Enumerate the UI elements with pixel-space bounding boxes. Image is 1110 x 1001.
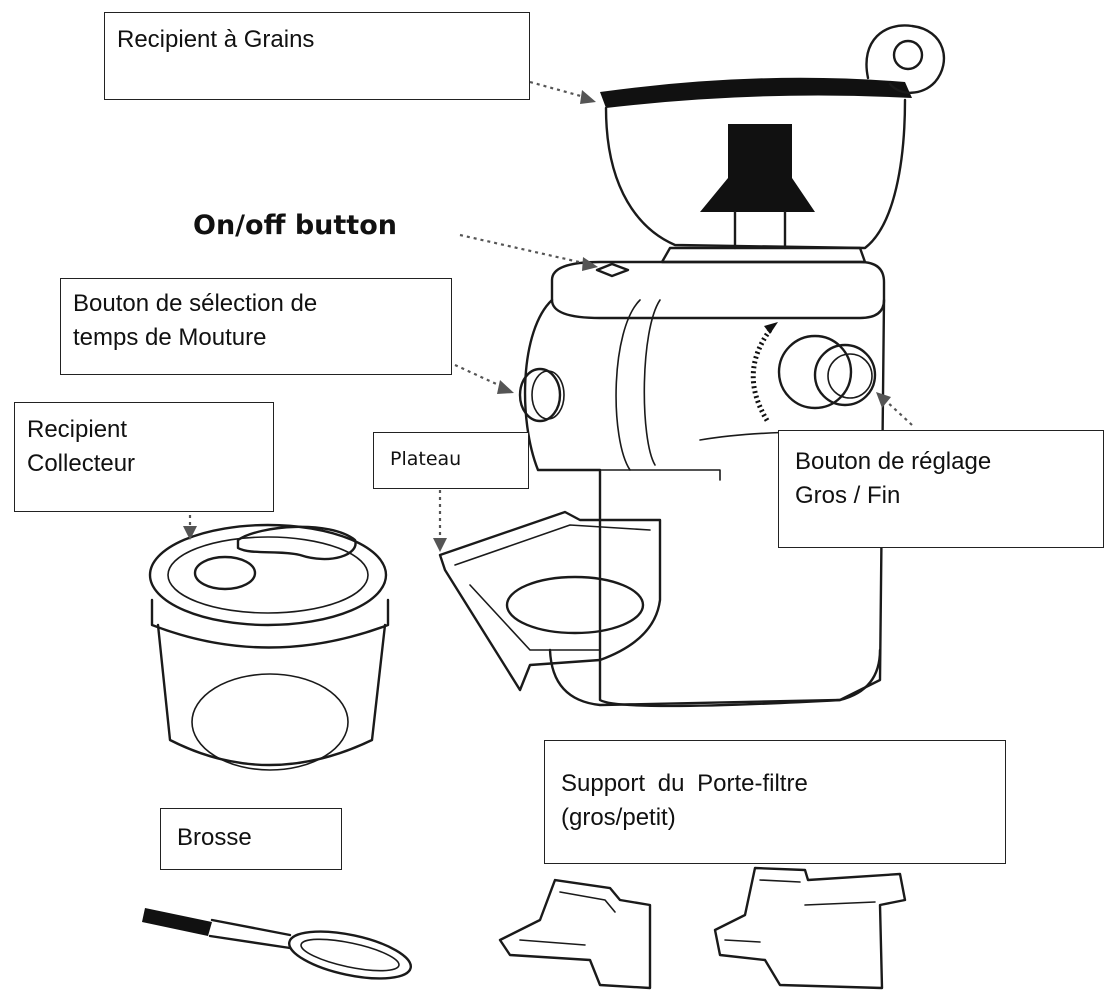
on-off-button-shape	[595, 262, 630, 278]
label-bean-hopper-text: Recipient à Grains	[117, 26, 315, 53]
label-bean-hopper: Recipient à Grains	[104, 12, 530, 100]
tray-illustration	[438, 510, 662, 692]
dispense-chute	[599, 469, 721, 481]
hopper-lid	[600, 77, 912, 108]
grinder-body-illustration	[518, 260, 886, 708]
label-collector: Recipient Collecteur	[14, 402, 274, 512]
scale-arrow	[764, 322, 778, 334]
leader-coarse-fine	[884, 399, 913, 426]
leader-collector-arrow	[183, 526, 197, 540]
leader-tray-arrow	[433, 538, 447, 552]
leader-grind-time	[454, 364, 506, 389]
leader-lines	[183, 80, 913, 552]
collector-lid	[148, 523, 388, 627]
housing-panel-left-inner	[643, 299, 661, 466]
collector-illustration	[148, 523, 390, 771]
brush-illustration	[142, 908, 412, 980]
grind-time-knob	[518, 367, 562, 423]
grinder-top	[550, 260, 886, 320]
label-tray-text: Plateau	[390, 448, 462, 470]
brush-bristles	[142, 908, 212, 936]
label-tray: Plateau	[373, 432, 529, 489]
hopper-bowl	[604, 98, 907, 250]
hopper-base	[660, 246, 867, 264]
tray-lip	[469, 584, 601, 651]
label-coarse-fine: Bouton de réglage Gros / Fin	[778, 430, 1104, 548]
housing-panel-left	[615, 299, 641, 471]
leader-coarse-fine-arrow	[876, 392, 891, 408]
coarse-fine-knob-face	[827, 353, 873, 399]
hopper-neck	[733, 210, 787, 250]
label-brush-text: Brosse	[177, 824, 252, 851]
leader-bean-hopper-arrow	[580, 90, 596, 104]
label-coarse-fine-line2: Gros / Fin	[795, 482, 901, 509]
brush-handle	[208, 918, 292, 950]
label-on-off-button: On/off button	[193, 210, 397, 241]
support-large-outline	[713, 866, 907, 990]
label-collector-line2: Collecteur	[27, 450, 136, 477]
grinder-housing	[523, 298, 886, 708]
label-grind-time-line2: temps de Mouture	[73, 324, 267, 351]
hopper-handle	[865, 24, 945, 94]
support-small-outline	[498, 878, 652, 990]
support-large-detail	[724, 879, 876, 943]
coarse-fine-knob	[813, 343, 877, 407]
portafilter-support-small	[498, 878, 652, 990]
bean-hopper-illustration	[600, 24, 945, 264]
tray-outline	[438, 510, 662, 692]
hopper-agitator	[700, 124, 815, 212]
collector-bottom	[191, 673, 349, 771]
label-portafilter-line2: (gros/petit)	[561, 804, 676, 831]
hopper-handle-hole	[892, 39, 924, 71]
label-portafilter-line1: Support du Porte-filtre	[561, 770, 808, 797]
collector-jar	[156, 623, 387, 767]
leader-on-off-arrow	[582, 257, 598, 271]
collector-flap	[236, 525, 357, 561]
grinder-base	[548, 648, 882, 707]
leader-grind-time-arrow	[497, 380, 514, 394]
grind-time-knob-face	[531, 370, 565, 420]
tray-cup-ring	[505, 575, 645, 635]
brush-loop-inner	[300, 938, 400, 972]
label-grind-time-selector: Bouton de sélection de temps de Mouture	[60, 278, 452, 375]
label-brush: Brosse	[160, 808, 342, 870]
collector-band	[150, 598, 390, 649]
portafilter-support-large	[713, 866, 907, 990]
label-portafilter-support: Support du Porte-filtre (gros/petit)	[544, 740, 1006, 864]
collector-spout	[193, 555, 257, 591]
label-grind-time-line1: Bouton de sélection de	[73, 290, 318, 317]
leader-bean-hopper	[529, 80, 589, 100]
leader-on-off	[459, 233, 589, 266]
tray-rim	[454, 524, 651, 566]
brush-loop	[288, 930, 412, 980]
collector-lid-inner	[167, 536, 369, 614]
label-coarse-fine-line1: Bouton de réglage	[795, 448, 992, 475]
support-small-detail	[519, 891, 616, 946]
label-collector-line1: Recipient	[27, 416, 128, 443]
coarse-fine-knob-outer	[777, 334, 853, 410]
grind-scale	[750, 328, 773, 424]
